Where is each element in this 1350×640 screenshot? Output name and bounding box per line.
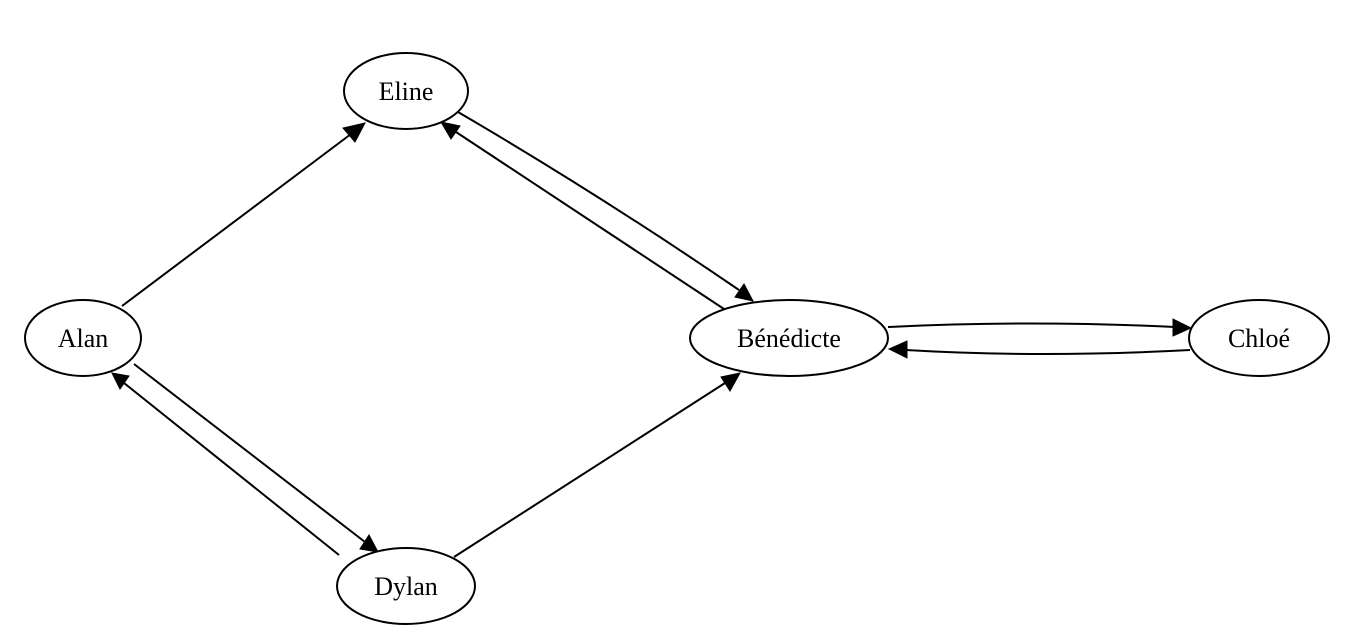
edge-dylan-to-benedicte	[453, 372, 741, 558]
node-dylan: Dylan	[336, 547, 476, 625]
node-label-benedicte: Bénédicte	[737, 324, 841, 353]
nodes: Eline Alan Dylan Bénédicte Chloé	[24, 52, 1330, 625]
edge-alan-to-eline	[121, 122, 366, 307]
node-alan: Alan	[24, 299, 142, 377]
edge-chloe-to-benedicte	[887, 340, 1191, 359]
edges	[111, 111, 1193, 558]
edge-alan-to-dylan	[133, 363, 379, 553]
edge-dylan-to-alan	[111, 372, 340, 556]
node-label-chloe: Chloé	[1228, 324, 1290, 353]
node-label-alan: Alan	[58, 324, 109, 353]
node-label-eline: Eline	[379, 77, 434, 106]
edge-benedicte-to-eline	[439, 121, 725, 310]
node-benedicte: Bénédicte	[689, 299, 889, 377]
edge-eline-to-benedicte	[457, 111, 754, 302]
node-label-dylan: Dylan	[374, 572, 438, 601]
node-eline: Eline	[343, 52, 469, 130]
node-chloe: Chloé	[1188, 299, 1330, 377]
edge-benedicte-to-chloe	[887, 318, 1193, 337]
